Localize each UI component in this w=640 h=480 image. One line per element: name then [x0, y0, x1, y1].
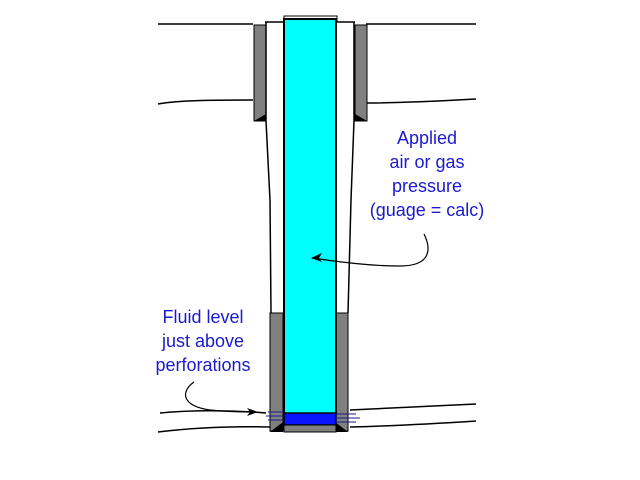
fluid-level-label-line-3: perforations — [155, 355, 251, 375]
formation-boundary-lower-right-2 — [349, 420, 477, 428]
fluid-level-label-line-1: Fluid level — [162, 307, 244, 327]
tubing-fluid — [283, 18, 337, 415]
fluid-level-label-line-2: just above — [161, 331, 245, 351]
perforations-left — [266, 411, 284, 421]
formation-boundary-lower-left-2 — [157, 425, 271, 433]
formation-boundary-upper-left — [157, 99, 254, 105]
applied-pressure-label-line-4: (guage = calc) — [369, 200, 485, 220]
fluid-level-arrow-head — [247, 408, 258, 416]
fluid-level-label: Fluid level just above perforations — [138, 305, 268, 377]
applied-pressure-label-line-2: air or gas — [389, 152, 465, 172]
formation-boundary-lower-right-1 — [349, 403, 477, 411]
applied-pressure-label-line-3: pressure — [391, 176, 463, 196]
surface-casing-left — [253, 24, 267, 122]
formation-boundary-upper-right — [365, 98, 477, 104]
casing-shoe-left-upper — [254, 114, 266, 121]
production-casing-left — [269, 312, 284, 432]
tubing-bottom-plug — [283, 424, 337, 433]
applied-pressure-label-line-1: Applied — [396, 128, 458, 148]
fluid-level-arrow-line — [184, 381, 257, 413]
perforations-right — [336, 413, 360, 423]
pressure-arrow-head — [311, 253, 322, 262]
pressure-arrow-line — [311, 233, 429, 267]
surface-casing-right — [354, 24, 368, 122]
casing-shoe-right-upper — [355, 114, 367, 121]
applied-pressure-label: Applied air or gas pressure (guage = cal… — [352, 126, 502, 222]
borehole-wall-left — [265, 22, 272, 314]
casing-shoe-left-lower — [270, 422, 283, 432]
fluid-level-column — [283, 412, 337, 426]
borehole-wall-right — [347, 22, 355, 314]
casing-shoe-right-lower — [335, 422, 348, 432]
